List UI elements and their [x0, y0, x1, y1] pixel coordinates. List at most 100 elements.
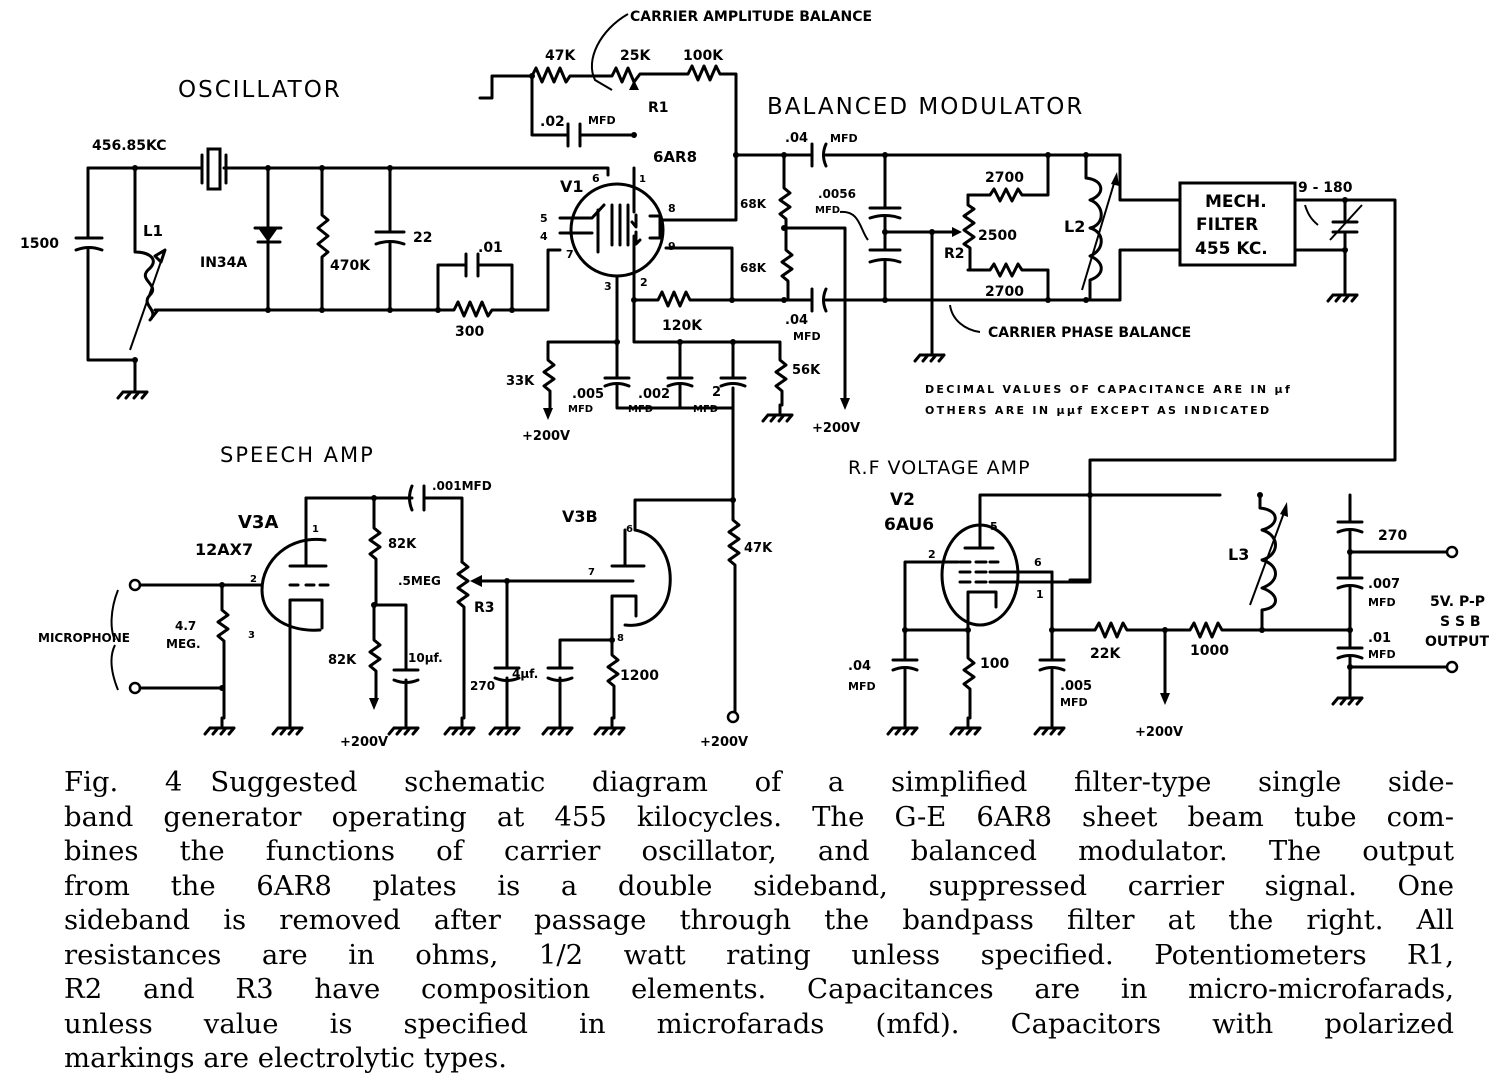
speech-amp-section: MICROPHONE 4.7 MEG. V3A 12AX7 1 2 3 .001…: [38, 479, 773, 750]
caption-line-4: from the 6AR8 plates is a double sideban…: [64, 869, 1454, 902]
pin-v2-1: 1: [1036, 588, 1044, 601]
output-terminal-1[interactable]: [1445, 545, 1459, 559]
label-c10uf: 10µf.: [408, 651, 443, 665]
label-b-plus-plate: +200V: [700, 735, 748, 750]
label-c01: .01: [478, 240, 503, 256]
label-c270-speech: 270: [470, 679, 495, 693]
oscillator-section: 456.85KC 1500 L1 IN34A 470K 22 .01 300: [20, 138, 610, 400]
label-v3a: V3A: [238, 512, 278, 533]
label-crystal-frequency: 456.85KC: [92, 138, 167, 154]
trimmer-capacitor: 9 - 180: [1068, 180, 1397, 582]
label-c002: .002: [638, 387, 670, 402]
figure-number: Fig. 4: [64, 766, 183, 798]
caption-line-8: unless value is specified in microfarads…: [64, 1007, 1454, 1040]
output-terminal-2[interactable]: [1445, 660, 1459, 674]
label-r470k: 470K: [330, 258, 371, 274]
label-r82k-b: 82K: [328, 653, 357, 668]
label-c02-mfd: MFD: [588, 114, 616, 127]
pin-v1-8: 8: [668, 202, 676, 215]
label-r68k-b: 68K: [740, 261, 767, 275]
label-c01-rf-mfd: MFD: [1368, 648, 1396, 661]
label-r68k-a: 68K: [740, 197, 767, 211]
label-v2-type: 6AU6: [884, 515, 934, 535]
label-c270-rf: 270: [1378, 528, 1407, 544]
pin-v3a-1: 1: [312, 524, 319, 535]
label-c2-mfd: MFD: [693, 404, 718, 415]
label-r4-7meg-2: MEG.: [166, 637, 201, 651]
section-title-rf-voltage-amp: R.F VOLTAGE AMP: [848, 457, 1031, 479]
pin-v3a-3: 3: [248, 630, 255, 641]
label-r47k: 47K: [545, 48, 576, 64]
label-r82k-a: 82K: [388, 537, 417, 552]
label-r47k-plate: 47K: [744, 541, 773, 556]
rf-voltage-amp-section: V2 6AU6 5 2 6 1 .04 MFD 100 .005 MFD 22K…: [848, 490, 1489, 740]
label-v1: V1: [560, 177, 584, 196]
label-carrier-amplitude-balance: CARRIER AMPLITUDE BALANCE: [630, 9, 872, 25]
label-l3: L3: [1228, 545, 1249, 564]
label-c04-rf: .04: [848, 659, 871, 674]
label-c1500: 1500: [20, 236, 59, 252]
carrier-balance-network: 47K 25K 100K R1 .02 MFD: [478, 48, 739, 222]
pin-v1-6: 6: [592, 172, 600, 185]
pointer-carrier-amplitude-balance: [590, 13, 629, 91]
pointer-carrier-phase-balance: [949, 304, 981, 333]
label-r300: 300: [455, 324, 484, 340]
label-carrier-phase-balance: CARRIER PHASE BALANCE: [988, 325, 1191, 341]
label-r1000: 1000: [1190, 643, 1229, 659]
caption-line-5: sideband is removed after passage throug…: [64, 904, 1454, 936]
pin-v3b-6: 6: [626, 524, 633, 535]
pin-v2-6: 6: [1034, 556, 1042, 569]
schematic-diagram: OSCILLATOR BALANCED MODULATOR SPEECH AMP…: [20, 9, 1489, 750]
label-c9-180: 9 - 180: [1298, 180, 1353, 196]
tube-v1: V1 6AR8 6 5 4 7 3 2 1 8 9: [540, 148, 697, 307]
label-r56k: 56K: [792, 363, 821, 378]
label-v1-type: 6AR8: [653, 148, 697, 166]
label-output-1: 5V. P-P: [1430, 594, 1485, 610]
label-c0056: .0056: [818, 187, 856, 201]
pin-v1-7: 7: [566, 248, 574, 261]
label-c0056-mfd: MFD: [815, 205, 840, 216]
pin-v2-2: 2: [928, 548, 936, 561]
pin-v1-3: 3: [604, 280, 612, 293]
label-c005: .005: [572, 387, 604, 402]
balanced-modulator-section: .04 MFD .04 MFD 120K +200V 68K 68K .0056…: [632, 131, 1182, 436]
label-c007: .007: [1368, 577, 1400, 592]
label-r33k: 33K: [506, 374, 535, 389]
pin-v1-1: 1: [639, 174, 646, 185]
pin-v1-5: 5: [540, 212, 548, 225]
caption-line-2: band generator operating at 455 kilocycl…: [64, 800, 1454, 833]
label-c002-mfd: MFD: [628, 404, 653, 415]
label-output-2: S S B: [1440, 614, 1481, 630]
label-c4uf: 4µf.: [512, 667, 538, 681]
note-capacitance-line1: DECIMAL VALUES OF CAPACITANCE ARE IN µf: [925, 383, 1292, 396]
pin-v3b-7: 7: [588, 567, 595, 578]
section-title-balanced-modulator: BALANCED MODULATOR: [767, 94, 1084, 120]
note-capacitance-line2: OTHERS ARE IN µµf EXCEPT AS INDICATED: [925, 404, 1271, 417]
label-c007-mfd: MFD: [1368, 596, 1396, 609]
label-c2: 2: [712, 385, 721, 400]
label-c001mfd: .001MFD: [432, 479, 492, 493]
label-filter-line3: 455 KC.: [1195, 239, 1268, 259]
label-b-plus-mod: +200V: [812, 421, 860, 436]
caption-line-3: bines the functions of carrier oscillato…: [64, 835, 1454, 867]
label-v3a-type: 12AX7: [195, 540, 253, 559]
label-r25k: 25K: [620, 48, 651, 64]
label-c005-mfd: MFD: [568, 404, 593, 415]
label-b-plus-v1: +200V: [522, 429, 570, 444]
label-r2500: 2500: [978, 228, 1017, 244]
mechanical-filter: MECH. FILTER 455 KC.: [1178, 181, 1297, 267]
label-v3b: V3B: [562, 507, 598, 526]
label-c04-rf-mfd: MFD: [848, 680, 876, 693]
label-c01-rf: .01: [1368, 631, 1391, 646]
label-r120k: 120K: [662, 318, 703, 334]
pin-v3b-8: 8: [617, 633, 624, 644]
caption-line-9: markings are electrolytic types.: [64, 1042, 507, 1074]
label-v2: V2: [890, 490, 915, 510]
v1-bias-network: 33K +200V .005 MFD .002 MFD 2 MFD 56K: [506, 274, 821, 532]
label-r100: 100: [980, 656, 1009, 672]
label-r1: R1: [648, 100, 669, 116]
label-microphone: MICROPHONE: [38, 631, 130, 645]
b-plus-terminal-plate[interactable]: [726, 710, 740, 724]
